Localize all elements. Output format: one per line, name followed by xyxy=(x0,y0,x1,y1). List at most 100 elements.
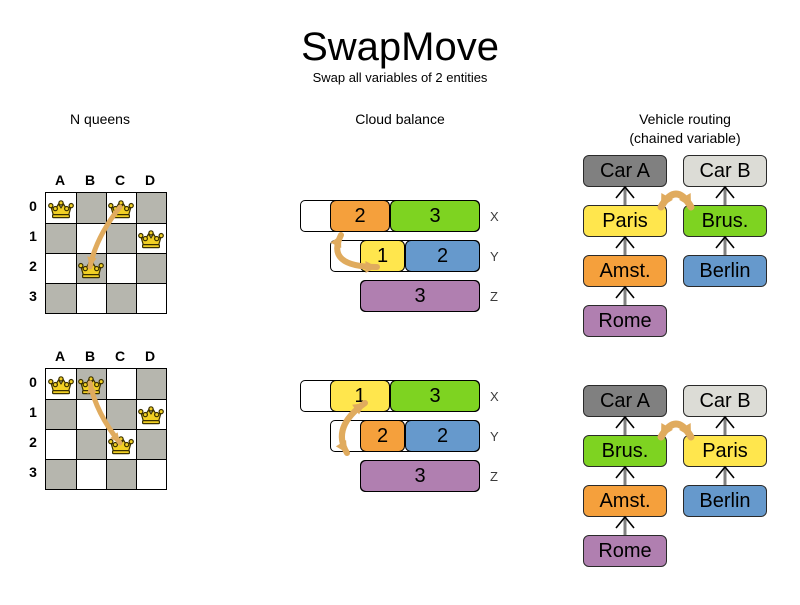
node-label: Brus. xyxy=(601,439,649,462)
board-cell-A2[interactable] xyxy=(46,429,76,459)
process-segment-value: 1 xyxy=(354,384,366,407)
process-segment-Z-1[interactable]: 3 xyxy=(360,460,480,492)
board-gridline-horizontal xyxy=(46,283,166,284)
board-rank-label-3: 3 xyxy=(29,464,37,480)
board-file-label-B: B xyxy=(84,348,96,364)
board-file-label-C: C xyxy=(114,172,126,188)
location-node-paris-right[interactable]: Paris xyxy=(683,435,767,467)
board-cell-C2[interactable] xyxy=(106,429,136,459)
process-segment-Y-1[interactable]: 1 xyxy=(360,240,405,272)
section-heading-cloud-balance: Cloud balance xyxy=(355,111,445,127)
page-title: SwapMove xyxy=(301,25,499,69)
node-label: Car A xyxy=(599,389,651,412)
board-cell-D3[interactable] xyxy=(136,459,166,489)
board-cell-A0[interactable] xyxy=(46,193,76,223)
chessboard-grid[interactable] xyxy=(45,192,167,314)
board-cell-B2[interactable] xyxy=(76,253,106,283)
board-cell-B2[interactable] xyxy=(76,429,106,459)
board-cell-B3[interactable] xyxy=(76,283,106,313)
process-segment-X-1[interactable]: 2 xyxy=(330,200,390,232)
board-cell-B3[interactable] xyxy=(76,459,106,489)
board-cell-D0[interactable] xyxy=(136,193,166,223)
board-cell-D2[interactable] xyxy=(136,429,166,459)
node-label: Car B xyxy=(699,389,751,412)
board-rank-label-2: 2 xyxy=(29,258,37,274)
board-rank-label-1: 1 xyxy=(29,228,37,244)
board-cell-B1[interactable] xyxy=(76,223,106,253)
process-segment-value: 2 xyxy=(436,424,449,447)
location-node-brus-left[interactable]: Brus. xyxy=(583,435,667,467)
board-file-label-D: D xyxy=(144,348,156,364)
board-cell-A2[interactable] xyxy=(46,253,76,283)
location-node-paris-left[interactable]: Paris xyxy=(583,205,667,237)
board-cell-C0[interactable] xyxy=(106,193,136,223)
board-rank-label-0: 0 xyxy=(29,198,37,214)
chessboard-grid[interactable] xyxy=(45,368,167,490)
location-node-amst-left[interactable]: Amst. xyxy=(583,485,667,517)
node-label: Paris xyxy=(702,439,748,462)
process-segment-value: 3 xyxy=(429,384,441,407)
location-node-berlin-right[interactable]: Berlin xyxy=(683,485,767,517)
board-gridline-vertical xyxy=(136,369,137,489)
board-cell-C3[interactable] xyxy=(106,283,136,313)
board-cell-C1[interactable] xyxy=(106,399,136,429)
process-segment-X-2[interactable]: 3 xyxy=(390,380,480,412)
location-node-berlin-right[interactable]: Berlin xyxy=(683,255,767,287)
process-segment-Y-2[interactable]: 2 xyxy=(405,420,480,452)
computer-label-Z: Z xyxy=(490,469,498,484)
location-node-rome-left[interactable]: Rome xyxy=(583,305,667,337)
board-cell-D3[interactable] xyxy=(136,283,166,313)
board-cell-D1[interactable] xyxy=(136,223,166,253)
computer-label-Y: Y xyxy=(490,429,499,444)
board-rank-label-2: 2 xyxy=(29,434,37,450)
board-cell-B1[interactable] xyxy=(76,399,106,429)
location-node-brus-right[interactable]: Brus. xyxy=(683,205,767,237)
vehicle-node-carb-right[interactable]: Car B xyxy=(683,155,767,187)
process-segment-Z-1[interactable]: 3 xyxy=(360,280,480,312)
computer-label-X: X xyxy=(490,389,499,404)
process-segment-X-2[interactable]: 3 xyxy=(390,200,480,232)
computer-label-Y: Y xyxy=(490,249,499,264)
board-cell-C3[interactable] xyxy=(106,459,136,489)
node-label: Paris xyxy=(602,209,648,232)
vehicle-node-carb-right[interactable]: Car B xyxy=(683,385,767,417)
cloud-computer-row-Z: 3 xyxy=(295,460,480,492)
board-cell-C2[interactable] xyxy=(106,253,136,283)
process-segment-Y-2[interactable]: 2 xyxy=(405,240,480,272)
board-cell-A1[interactable] xyxy=(46,399,76,429)
board-cell-B0[interactable] xyxy=(76,193,106,223)
location-node-amst-left[interactable]: Amst. xyxy=(583,255,667,287)
board-cell-A3[interactable] xyxy=(46,459,76,489)
location-node-rome-left[interactable]: Rome xyxy=(583,535,667,567)
board-gridline-horizontal xyxy=(46,429,166,430)
board-cell-C0[interactable] xyxy=(106,369,136,399)
board-cell-A1[interactable] xyxy=(46,223,76,253)
process-segment-Y-1[interactable]: 2 xyxy=(360,420,405,452)
board-gridline-vertical xyxy=(136,193,137,313)
process-segment-value: 1 xyxy=(376,244,389,267)
board-cell-A0[interactable] xyxy=(46,369,76,399)
board-cell-C1[interactable] xyxy=(106,223,136,253)
board-file-label-A: A xyxy=(54,348,66,364)
computer-label-X: X xyxy=(490,209,499,224)
vehicle-node-cara-left[interactable]: Car A xyxy=(583,385,667,417)
node-label: Amst. xyxy=(599,489,651,512)
section-heading-vehicle-routing: Vehicle routing (chained variable) xyxy=(590,110,780,148)
board-cell-D1[interactable] xyxy=(136,399,166,429)
process-segment-value: 3 xyxy=(429,204,441,227)
board-cell-D0[interactable] xyxy=(136,369,166,399)
vehicle-node-cara-left[interactable]: Car A xyxy=(583,155,667,187)
board-cell-D2[interactable] xyxy=(136,253,166,283)
board-cell-A3[interactable] xyxy=(46,283,76,313)
process-segment-X-1[interactable]: 1 xyxy=(330,380,390,412)
board-cell-B0[interactable] xyxy=(76,369,106,399)
node-label: Amst. xyxy=(599,259,651,282)
board-file-label-A: A xyxy=(54,172,66,188)
